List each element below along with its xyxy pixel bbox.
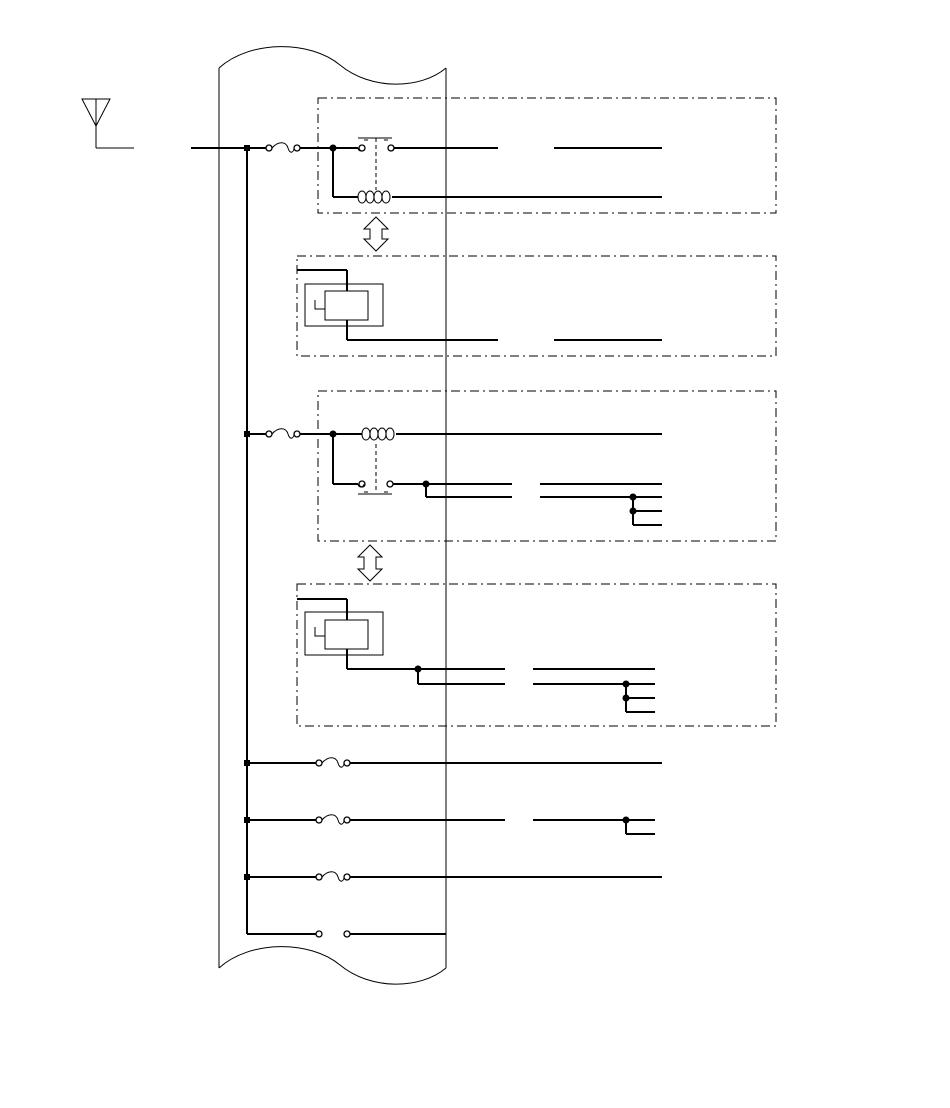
fuse-icon: [315, 814, 351, 825]
terminal-pair-icon: [315, 930, 351, 938]
branch-circuit-1: [247, 757, 662, 768]
relay-coil-icon: [361, 427, 395, 441]
relay-box-1: [247, 97, 777, 214]
branch-circuit-4: [247, 930, 446, 938]
junction-block: [218, 46, 447, 985]
control-module-box-1: [296, 255, 777, 357]
bidirectional-arrow-icon: [362, 216, 390, 252]
antenna-icon: [81, 98, 134, 149]
relay-box-2: [247, 390, 777, 542]
control-module-icon: [304, 283, 384, 327]
fuse-icon: [315, 757, 351, 768]
fuse-icon: [315, 871, 351, 882]
relay-coil-icon: [357, 190, 391, 204]
bidirectional-arrow-icon: [356, 544, 384, 582]
splice-dot: [629, 507, 637, 515]
branch-circuit-3: [247, 871, 662, 882]
power-bus: [191, 145, 250, 934]
control-module-box-2: [296, 583, 777, 727]
branch-circuit-2: [247, 814, 655, 835]
splice-dot: [622, 694, 630, 702]
fuse-icon: [265, 142, 301, 153]
relay-contact-icon: [357, 480, 394, 495]
fuse-icon: [265, 428, 301, 439]
control-module-icon: [304, 611, 384, 656]
